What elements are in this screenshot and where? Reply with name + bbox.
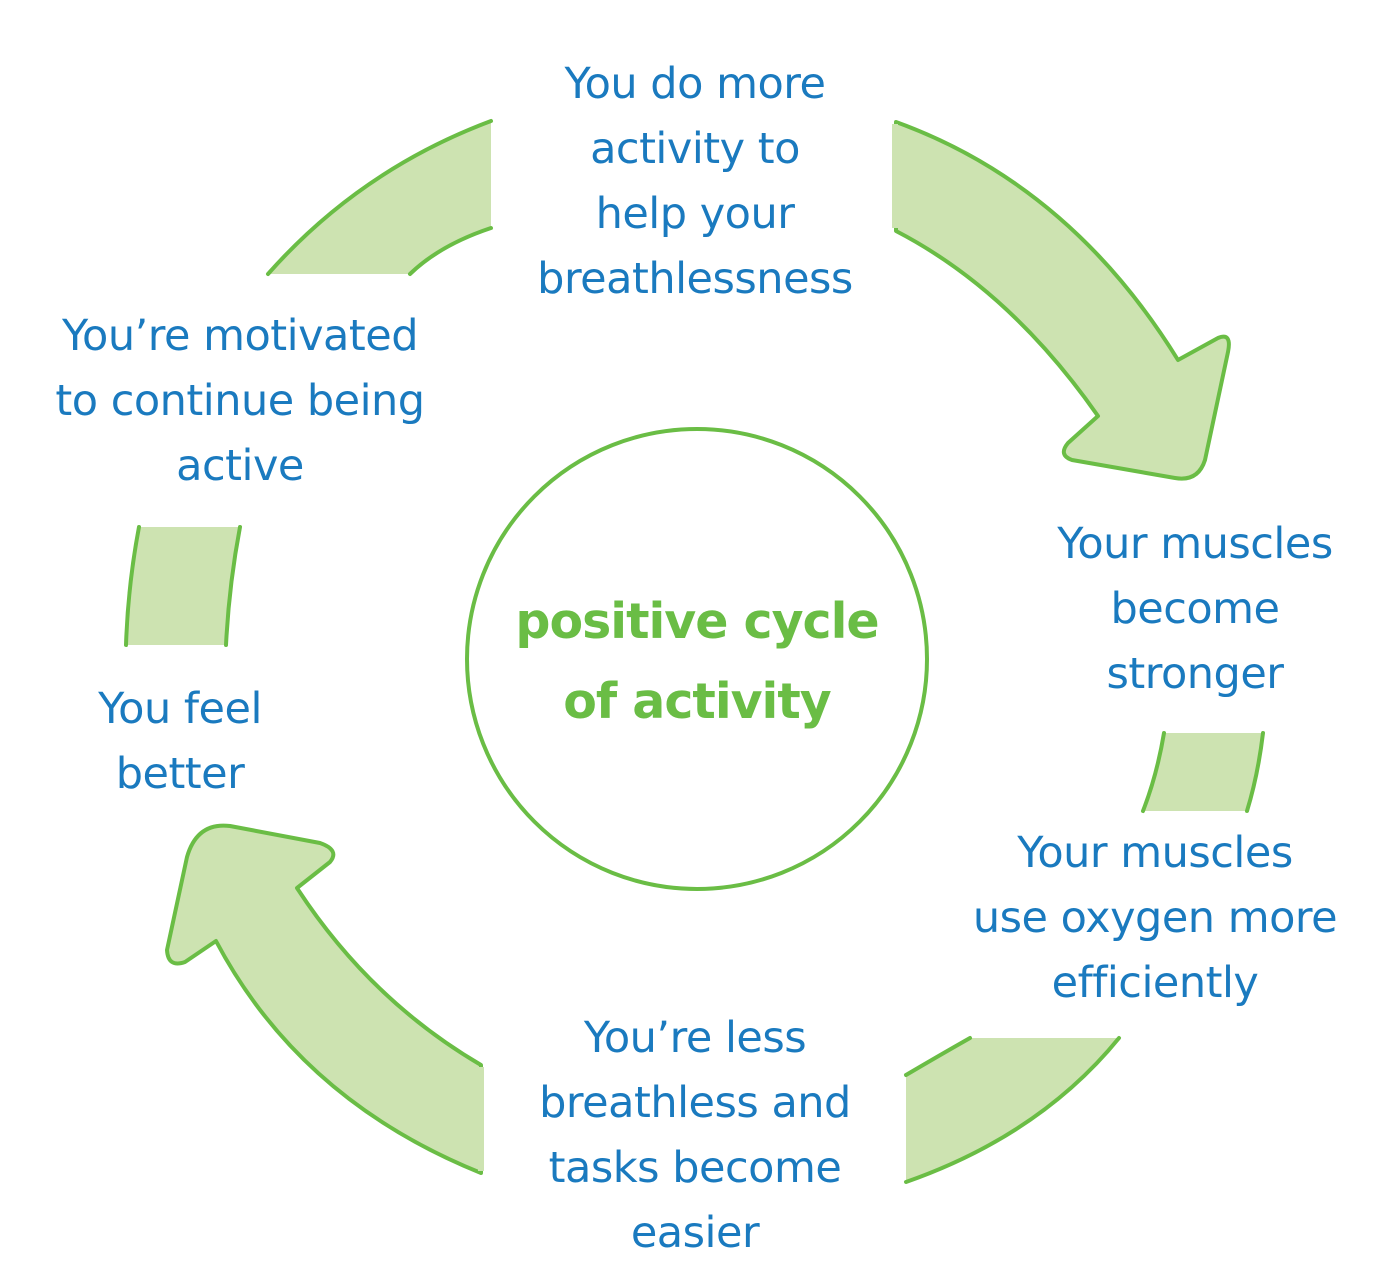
step-line: breathlessness: [537, 254, 853, 304]
step-line: use oxygen more: [972, 893, 1338, 943]
step-line: breathless and: [539, 1078, 851, 1128]
step-line: efficiently: [1051, 958, 1259, 1008]
step-top: You do more activity to help your breath…: [495, 52, 895, 312]
step-line: become: [1110, 584, 1280, 634]
step-line: help your: [595, 189, 795, 239]
center-title-line: positive cycle: [515, 593, 879, 650]
center-circle: [465, 427, 929, 891]
connector-segment-left: [124, 525, 242, 647]
step-line: You feel: [98, 684, 262, 734]
step-line: Your muscles: [1017, 828, 1293, 878]
step-line: You’re less: [583, 1013, 807, 1063]
step-line: Your muscles: [1057, 519, 1333, 569]
step-line: stronger: [1106, 649, 1285, 699]
step-left-upper: You’re motivated to continue being activ…: [20, 304, 460, 499]
step-line: You’re motivated: [61, 311, 419, 361]
step-line: tasks become: [548, 1143, 842, 1193]
arrow-top-right: [892, 120, 1231, 481]
connector-segment-bottom-right: [904, 1036, 1121, 1184]
step-line: activity to: [590, 124, 800, 174]
step-right-lower: Your muscles use oxygen more efficiently: [945, 821, 1365, 1016]
step-right-upper: Your muscles become stronger: [1020, 512, 1370, 707]
step-line: to continue being: [55, 376, 425, 426]
step-left-lower: You feel better: [40, 677, 320, 807]
center-title-line: of activity: [563, 673, 831, 730]
step-line: easier: [630, 1208, 760, 1258]
step-line: better: [115, 749, 245, 799]
center-title: positive cycle of activity: [497, 582, 897, 742]
connector-segment-right: [1141, 731, 1265, 813]
connector-segment-top-left: [266, 119, 493, 276]
step-line: You do more: [564, 59, 826, 109]
step-bottom: You’re less breathless and tasks become …: [495, 1006, 895, 1266]
arrow-bottom-left: [165, 823, 484, 1175]
step-line: active: [176, 441, 304, 491]
